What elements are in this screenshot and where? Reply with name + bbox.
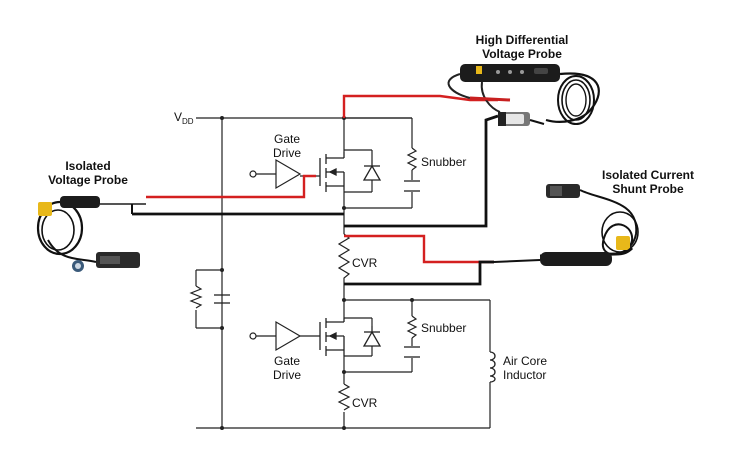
vdd-label: VDD: [174, 110, 194, 129]
gate-drive-top-line-1: Gate: [273, 132, 300, 146]
air-core-inductor-label: Air Core Inductor: [503, 354, 547, 382]
cvr-top-label: CVR: [352, 256, 378, 270]
junction-dots: [220, 116, 414, 430]
bus-capacitor: [214, 294, 230, 304]
gate-drive-top-label: Gate Drive: [270, 132, 304, 160]
bottom-diode: [362, 326, 382, 347]
bottom-mosfet: [300, 318, 345, 356]
bleed-resistor: [189, 285, 203, 309]
circuit-wires: [195, 117, 491, 429]
high-diff-probe-line-1: High Differential: [475, 33, 569, 47]
top-snubber-resistor: [406, 147, 418, 171]
hdv-probe-black-lead: [344, 114, 499, 228]
air-core-inductor-line-1: Air Core: [503, 354, 548, 368]
high-diff-probe-line-2: Voltage Probe: [482, 47, 562, 61]
gate-drive-bottom-line-2: Drive: [272, 368, 301, 382]
top-gate-driver: [249, 158, 302, 190]
snubber-bottom-label: Snubber: [421, 321, 467, 335]
isolated-voltage-probe: [36, 196, 140, 272]
hdv-probe-red-lead: [342, 94, 498, 118]
isolated-voltage-probe-label: Isolated Voltage Probe: [36, 159, 140, 187]
cvr-bottom-label: CVR: [352, 396, 378, 410]
top-diode: [362, 160, 382, 181]
top-mosfet: [300, 152, 345, 192]
isolated-current-probe-label: Isolated Current Shunt Probe: [592, 168, 704, 196]
current-probe-black-lead: [344, 260, 494, 286]
gate-drive-bottom-label: Gate Drive: [270, 354, 304, 382]
top-snubber-capacitor: [404, 180, 420, 192]
isolated-voltage-probe-line-2: Voltage Probe: [48, 173, 128, 187]
isolated-voltage-probe-line-1: Isolated: [65, 159, 111, 173]
snubber-top-label: Snubber: [421, 155, 467, 169]
high-differential-probe: [447, 64, 600, 126]
bottom-gate-driver: [249, 320, 302, 352]
air-core-inductor-coil: [489, 351, 496, 383]
isolated-current-probe-line-1: Isolated Current: [601, 168, 694, 182]
isolated-voltage-probe-red-lead: [146, 174, 316, 199]
gate-drive-top-line-2: Drive: [272, 146, 301, 160]
gate-drive-bottom-line-1: Gate: [273, 354, 300, 368]
air-core-inductor-line-2: Inductor: [503, 368, 547, 382]
isolated-current-shunt-probe: [493, 184, 639, 266]
bottom-snubber-capacitor: [404, 346, 420, 358]
isolated-current-probe-line-2: Shunt Probe: [612, 182, 684, 196]
vdd-label-subscript: DD: [182, 117, 194, 126]
bottom-cvr-resistor: [337, 383, 351, 411]
vdd-label-main: V: [174, 110, 183, 124]
top-cvr-resistor: [337, 233, 351, 282]
high-diff-probe-label: High Differential Voltage Probe: [460, 33, 584, 61]
bottom-snubber-resistor: [406, 315, 418, 339]
current-probe-red-lead: [344, 234, 494, 264]
